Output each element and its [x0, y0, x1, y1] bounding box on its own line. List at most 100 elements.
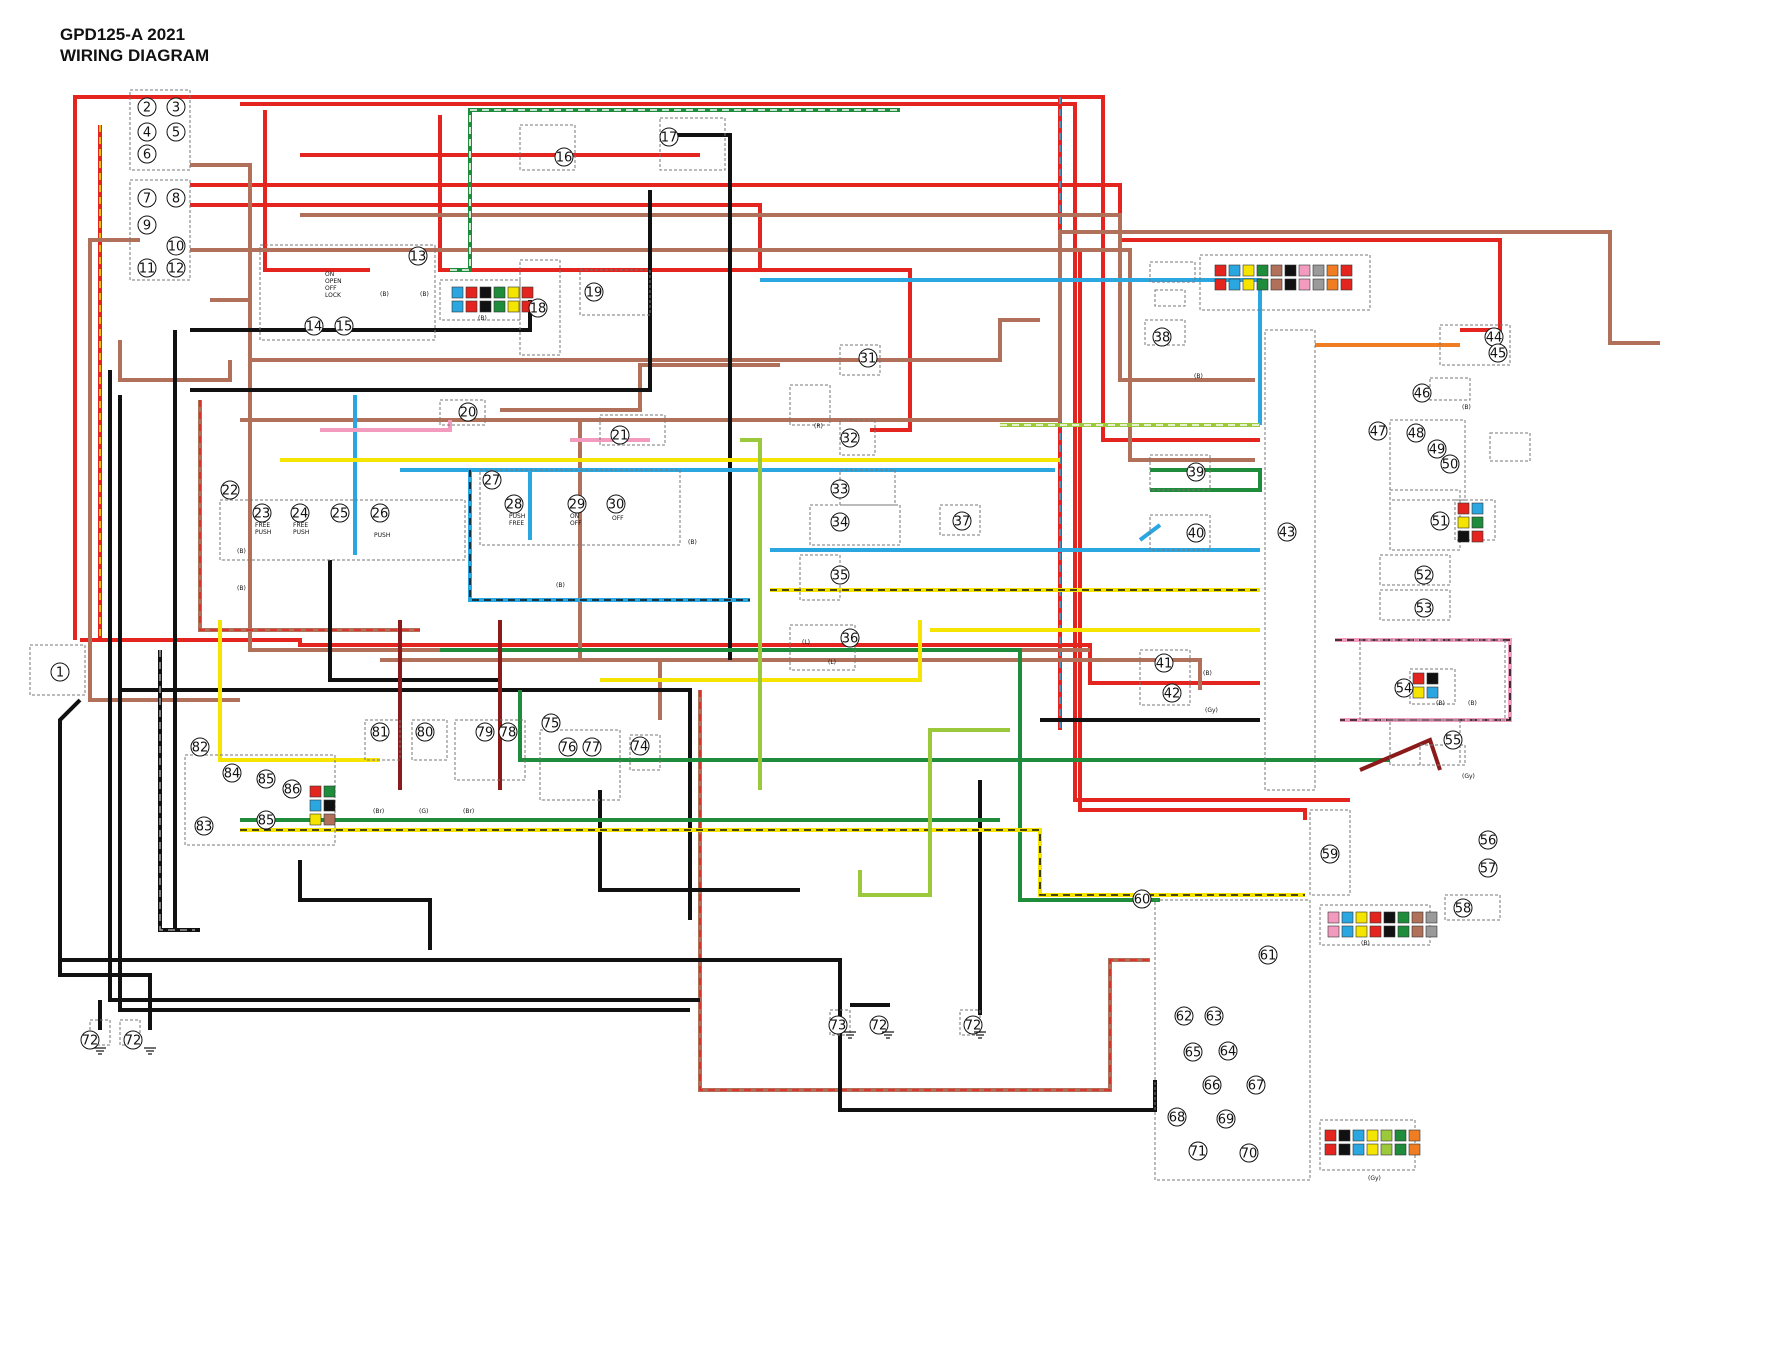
connector-terminal: [1397, 925, 1410, 938]
component-callout-circle: [963, 1015, 983, 1035]
connector-terminal: [1411, 911, 1424, 924]
wire-black: [660, 133, 732, 660]
component-number: 20: [460, 406, 477, 421]
component-number: 31: [860, 352, 877, 367]
component-callout-circle: [1186, 523, 1206, 543]
connector-terminal: [309, 813, 322, 826]
component-outline: [454, 719, 526, 781]
component-number: 85: [258, 773, 275, 788]
component-outline: [364, 719, 401, 761]
component-number: 42: [1164, 687, 1181, 702]
switch-position-label: FREE: [293, 522, 308, 529]
component-number: 56: [1480, 834, 1497, 849]
component-number: 48: [1408, 427, 1425, 442]
wire-yellow-green: [740, 438, 762, 790]
component-number: 46: [1414, 387, 1431, 402]
component-number: 73: [830, 1019, 847, 1034]
component-number: 4: [143, 126, 151, 141]
component-outline: [809, 504, 901, 546]
component-number: 69: [1218, 1113, 1235, 1128]
component-callout-circle: [659, 127, 679, 147]
wire-red: [1078, 250, 1307, 820]
component-number: 5: [172, 126, 180, 141]
component-number: 30: [608, 498, 625, 513]
component-outline: [1389, 489, 1461, 551]
connector-terminal: [1457, 530, 1470, 543]
connector-terminal: [1355, 925, 1368, 938]
component-number: 86: [284, 783, 301, 798]
wire-yellow-green: [858, 728, 1010, 897]
connector-terminal: [1298, 278, 1311, 291]
connector-terminal: [1369, 925, 1382, 938]
component-callout-circle: [220, 480, 240, 500]
component-callout-circle: [1202, 1075, 1222, 1095]
component-number: 72: [871, 1019, 888, 1034]
wire-brown: [300, 213, 1255, 382]
component-callout-circle: [256, 769, 276, 789]
switch-position-label: FREE: [509, 520, 524, 527]
component-number: 7: [143, 192, 151, 207]
switch-position-label: PUSH: [509, 513, 525, 520]
component-outline: [1149, 261, 1196, 283]
component-number: 40: [1188, 527, 1205, 542]
component-callout-circle: [1430, 511, 1450, 531]
component-callout-circle: [475, 722, 495, 742]
component-callout-circle: [252, 503, 272, 523]
connector-terminal: [1228, 264, 1241, 277]
component-callout-circle: [630, 736, 650, 756]
component-callout-circle: [256, 810, 276, 830]
component-callout-circle: [408, 246, 428, 266]
component-outline: [259, 244, 436, 341]
component-number: 74: [632, 740, 649, 755]
connector-terminal: [1327, 911, 1340, 924]
switch-position-label: OFF: [325, 285, 337, 292]
component-outline: [1389, 419, 1466, 501]
connector-color-code: (G): [419, 808, 428, 815]
component-number: 37: [954, 515, 971, 530]
connector-terminal: [1394, 1129, 1407, 1142]
component-number: 53: [1416, 602, 1433, 617]
component-callout-circle: [482, 470, 502, 490]
wire-black: [60, 958, 1157, 1112]
connector-terminal: [323, 813, 336, 826]
connector-terminal: [1270, 278, 1283, 291]
connector-color-code: (L): [828, 659, 836, 666]
wire-stripe-white: [450, 109, 900, 271]
wire-brown: [578, 420, 662, 720]
component-callout-circle: [222, 763, 242, 783]
component-callout-circle: [50, 662, 70, 682]
connector-terminal: [1340, 278, 1353, 291]
connector-color-code: (Gy): [1368, 1175, 1381, 1182]
component-number: 14: [306, 320, 323, 335]
connector-terminal: [1366, 1143, 1379, 1156]
component-callout-circle: [290, 503, 310, 523]
component-callout-circle: [166, 97, 186, 117]
switch-position-label: FREE: [255, 522, 270, 529]
component-outline: [629, 734, 661, 771]
connector-terminal: [323, 785, 336, 798]
component-callout-circle: [194, 816, 214, 836]
component-number: 59: [1322, 848, 1339, 863]
wire-yellow: [600, 620, 922, 682]
connector-terminal: [1312, 278, 1325, 291]
component-callout-circle: [1478, 830, 1498, 850]
connector-terminal: [1471, 502, 1484, 515]
component-outline: [439, 279, 521, 321]
component-number: 66: [1204, 1079, 1221, 1094]
connector-color-code: (Br): [463, 808, 474, 815]
connector-color-code: (Br): [373, 808, 384, 815]
switch-position-label: ON: [570, 513, 579, 520]
component-number: 60: [1134, 893, 1151, 908]
component-number: 57: [1480, 862, 1497, 877]
wire-black: [58, 698, 152, 1020]
component-callout-circle: [582, 737, 602, 757]
connector-color-code: (B): [237, 548, 246, 555]
component-callout-circle: [1218, 1041, 1238, 1061]
component-number: 1: [56, 666, 64, 681]
connector-terminal: [1341, 925, 1354, 938]
wire-black: [328, 560, 500, 682]
component-callout-circle: [137, 97, 157, 117]
component-number: 77: [584, 741, 601, 756]
connector-terminal: [1340, 264, 1353, 277]
component-number: 79: [477, 726, 494, 741]
